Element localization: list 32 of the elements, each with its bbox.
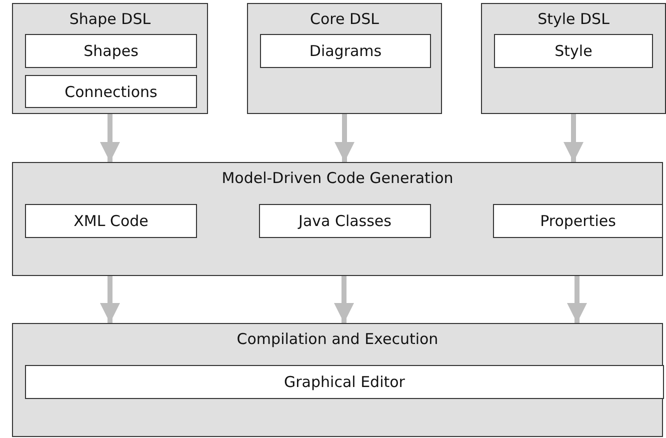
component-label: Style [554, 42, 592, 60]
component-box [25, 204, 197, 238]
arrow [100, 276, 120, 324]
layer-title: Compilation and Execution [236, 330, 440, 348]
layer-title: Core DSL [309, 10, 380, 28]
component-label: Shapes [84, 42, 138, 60]
layer-title: Shape DSL [68, 10, 152, 28]
component-label: Connections [64, 82, 158, 100]
arrow [334, 276, 354, 324]
layer-box [12, 323, 663, 437]
component-box [25, 365, 664, 399]
component-box [260, 34, 431, 68]
layer-box [247, 3, 442, 114]
component-box [494, 34, 653, 68]
layer-title: Style DSL [536, 10, 610, 28]
component-label: Diagrams [309, 42, 382, 60]
layer-box [12, 3, 208, 114]
arrow [564, 114, 584, 164]
arrow [100, 114, 120, 164]
component-box [259, 204, 431, 238]
component-label: XML Code [74, 212, 148, 230]
component-label: Java Classes [298, 212, 392, 230]
component-label: Properties [540, 212, 616, 230]
layer-box [481, 3, 666, 114]
arrow [334, 114, 354, 164]
component-label: Graphical Editor [284, 373, 405, 391]
layer-title: Model-Driven Code Generation [220, 169, 454, 187]
arrow [567, 276, 587, 324]
component-box [25, 34, 197, 68]
layer-box [12, 162, 663, 276]
component-box [25, 75, 197, 108]
component-box [493, 204, 663, 238]
